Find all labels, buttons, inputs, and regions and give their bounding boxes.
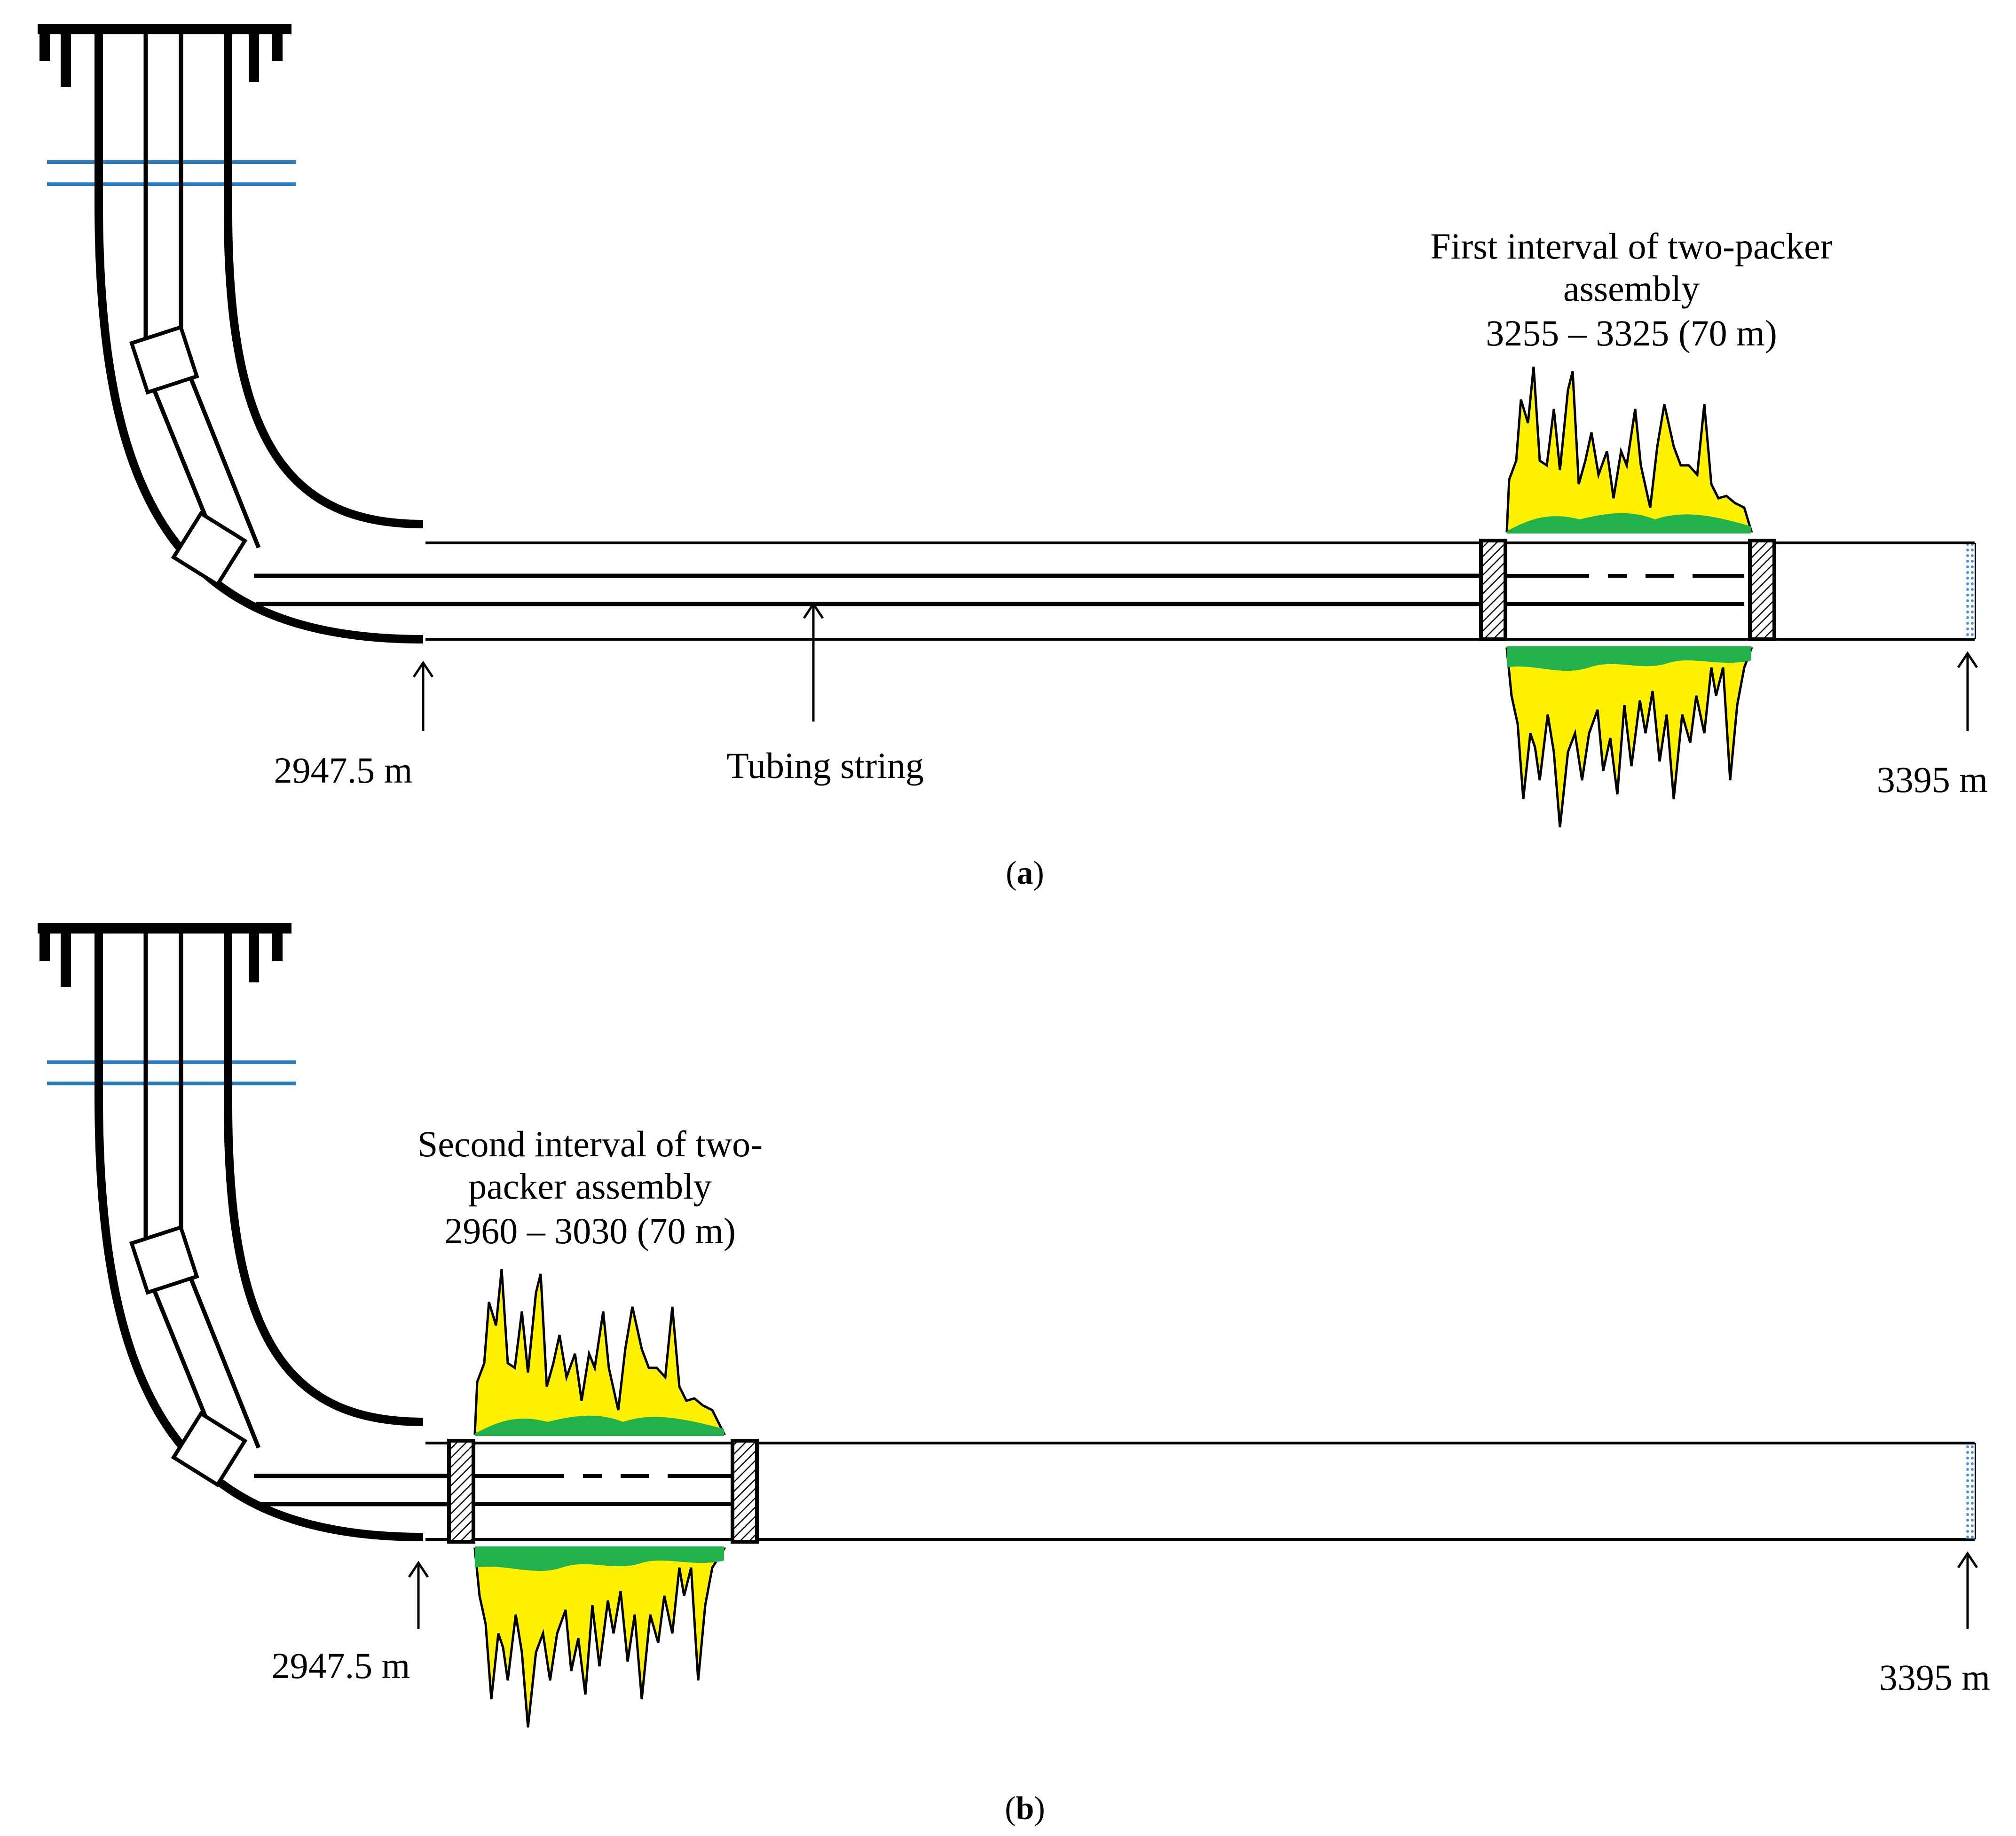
- well-bottom: [1966, 544, 1975, 638]
- packer-upper: [447, 1439, 475, 1544]
- wellhead: [38, 24, 291, 87]
- wellhead: [38, 923, 291, 987]
- depth-arrows: [408, 1551, 1978, 1629]
- caption-b: (b): [1005, 1790, 1045, 1827]
- tubing-horizontal: [254, 573, 1481, 606]
- caption-a: (a): [1006, 855, 1044, 891]
- well-bottom: [1966, 1444, 1975, 1538]
- depth-end-label: 3395 m: [1877, 759, 1988, 800]
- panel-a: First interval of two-packer assembly 32…: [38, 24, 1988, 891]
- interval-label-line-2: packer assembly: [468, 1166, 712, 1207]
- tubing-curve: [143, 928, 261, 1456]
- interval-label-line-3: 2960 – 3030 (70 m): [444, 1210, 736, 1251]
- depth-end-label: 3395 m: [1879, 1657, 1990, 1698]
- packer-interval: [1504, 574, 1744, 606]
- horizon-lines: [47, 1060, 296, 1085]
- interval-label-line-3: 3255 – 3325 (70 m): [1486, 313, 1777, 353]
- tubing-curve: [143, 29, 261, 556]
- horizon-lines: [47, 160, 296, 186]
- depth-start-label: 2947.5 m: [272, 1645, 410, 1686]
- centralizers: [129, 1224, 248, 1488]
- depth-arrows: [412, 602, 1978, 731]
- open-hole: [425, 1442, 1976, 1541]
- casing: [94, 29, 424, 643]
- open-hole: [425, 541, 1976, 641]
- fracture-zone-bottom: [473, 1546, 726, 1728]
- fracture-zone-bottom: [1505, 646, 1753, 828]
- interval-label-line-1: First interval of two-packer: [1430, 226, 1833, 267]
- fracture-zone-top: [1505, 366, 1753, 534]
- packer-interval: [475, 1474, 731, 1506]
- packer-lower: [1748, 539, 1776, 641]
- interval-label-line-1: Second interval of two-: [417, 1123, 763, 1164]
- tubing-string-label: Tubing string: [726, 745, 924, 786]
- depth-start-label: 2947.5 m: [274, 750, 413, 791]
- casing: [94, 928, 424, 1541]
- centralizers: [129, 324, 248, 588]
- tubing-horizontal: [254, 1474, 449, 1506]
- interval-label-line-2: assembly: [1563, 268, 1700, 309]
- packer-lower: [731, 1439, 759, 1544]
- packer-upper: [1479, 539, 1507, 641]
- fracture-zone-top: [473, 1269, 726, 1436]
- panel-b: Second interval of two- packer assembly …: [38, 923, 1990, 1827]
